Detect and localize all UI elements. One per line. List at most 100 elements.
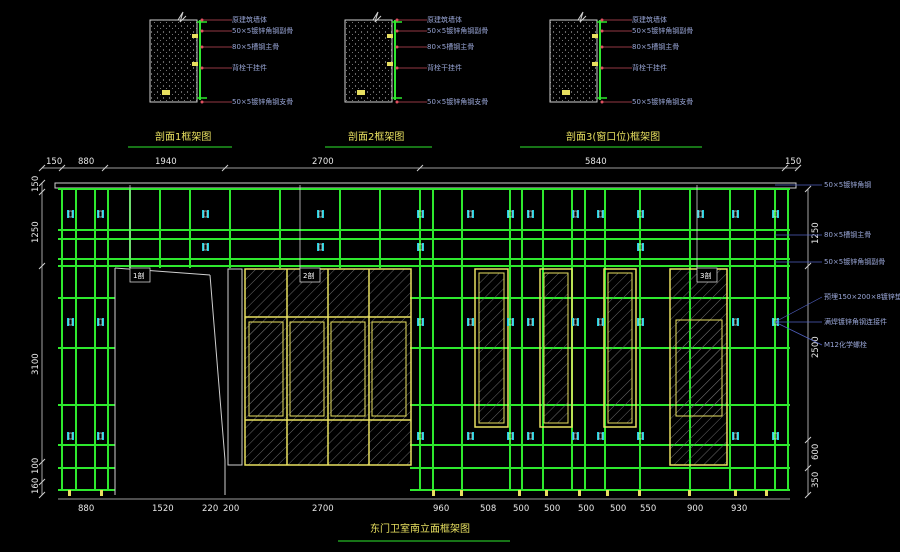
anchor-bolt [68, 210, 73, 218]
anchor-plate [577, 432, 579, 440]
base-anchor [518, 490, 521, 496]
callout-dot [395, 100, 399, 104]
slot-window-glass [607, 272, 633, 424]
anchor-bolt [598, 318, 603, 326]
anchor-bracket [527, 210, 534, 218]
dim-tick [38, 179, 46, 187]
anchor-bolt [508, 318, 513, 326]
anchor-plate [422, 243, 424, 251]
callout-dot [600, 100, 604, 104]
anchor-plate [532, 210, 534, 218]
anchor-plate [207, 210, 209, 218]
top-dim-value: 150 [46, 157, 62, 167]
anchor-bolt [598, 210, 603, 218]
anchor-plate [72, 318, 74, 326]
anchor-bolt [638, 210, 643, 218]
anchor-bracket [97, 318, 104, 326]
callout-dot [395, 66, 399, 70]
dim-tick [804, 185, 812, 193]
section-callout: 50×5镀锌角钢副骨 [427, 26, 488, 35]
base-anchor [100, 490, 103, 496]
anchor-bracket [317, 210, 324, 218]
anchor-plate [527, 210, 529, 218]
anchor-bracket [67, 210, 74, 218]
right-callout: 满焊镀锌角钢连接件 [824, 317, 887, 326]
base-anchor [638, 490, 641, 496]
anchor-plate [732, 210, 734, 218]
anchor-plate [422, 432, 424, 440]
right-dim-value: 2500 [811, 336, 821, 358]
anchor-bracket [527, 318, 534, 326]
anchor-bracket [417, 243, 424, 251]
dim-tick [804, 464, 812, 472]
section-callout: 原建筑墙体 [232, 15, 267, 24]
anchor-bracket [417, 432, 424, 440]
dim-tick [804, 491, 812, 499]
base-anchor [688, 490, 691, 496]
anchor-plate [472, 318, 474, 326]
anchor-bolt [638, 432, 643, 440]
top-cap [54, 182, 797, 189]
section-tag-box [129, 267, 151, 283]
base-anchor [734, 490, 737, 496]
anchor-bracket [97, 210, 104, 218]
anchor-plate [507, 432, 509, 440]
right-callout: 50×5镀锌角钢副骨 [824, 257, 885, 266]
anchor-plate [417, 318, 419, 326]
anchor-bracket [507, 432, 514, 440]
anchor-bracket [202, 243, 209, 251]
anchor-plate [642, 318, 644, 326]
anchor-plate [97, 432, 99, 440]
anchor-plate [207, 243, 209, 251]
section-callout: 80×5槽钢主骨 [232, 42, 279, 51]
right-dim-value: 350 [811, 472, 821, 488]
anchor-plate [72, 432, 74, 440]
section-tag: 1剖 [133, 271, 144, 280]
anchor-bolt [733, 432, 738, 440]
anchor-bolt [528, 210, 533, 218]
anchor-bolt [203, 243, 208, 251]
anchor-bolt [418, 318, 423, 326]
anchor-plate [467, 432, 469, 440]
anchor-bolt [387, 62, 393, 66]
callout-dot [200, 100, 204, 104]
dim-tick [38, 262, 46, 270]
left-dim-value: 1250 [31, 221, 41, 243]
anchor-bracket [772, 210, 779, 218]
anchor-bolt [318, 243, 323, 251]
anchor-plate [602, 318, 604, 326]
bottom-dim-value: 2700 [312, 504, 334, 514]
anchor-plate [417, 432, 419, 440]
section-callout: 50×5镀锌角钢副骨 [232, 26, 293, 35]
callout-dot [395, 29, 399, 33]
break-line [372, 11, 382, 23]
anchor-plate [777, 210, 779, 218]
anchor-bracket [772, 432, 779, 440]
callout-dot [200, 45, 204, 49]
anchor-bracket [467, 318, 474, 326]
wall-section [149, 19, 198, 103]
section-callout: 80×5槽钢主骨 [632, 42, 679, 51]
dim-tick [38, 458, 46, 466]
left-dim-value: 150 [31, 176, 41, 192]
anchor-plate [577, 210, 579, 218]
section-details: 原建筑墙体50×5镀锌角钢副骨80×5槽钢主骨背栓干挂件50×5镀锌角钢支骨剖面… [128, 11, 702, 148]
section-title: 剖面3(窗口位)框架图 [566, 130, 660, 143]
anchor-plate [777, 432, 779, 440]
callout-dot [200, 18, 204, 22]
wall-section [549, 19, 598, 103]
slot-window-glass [543, 272, 569, 424]
anchor-bracket [467, 210, 474, 218]
anchor-bolt [528, 432, 533, 440]
slot-window-frame [539, 268, 573, 428]
dim-tick [416, 164, 424, 172]
anchor-plate [322, 210, 324, 218]
anchor-bracket [67, 318, 74, 326]
bottom-dim-value: 220 [202, 504, 218, 514]
anchor-plate [97, 210, 99, 218]
top-dim-value: 1940 [155, 157, 177, 167]
anchor-bracket [597, 210, 604, 218]
anchor-plate [97, 318, 99, 326]
anchor-plate [597, 318, 599, 326]
